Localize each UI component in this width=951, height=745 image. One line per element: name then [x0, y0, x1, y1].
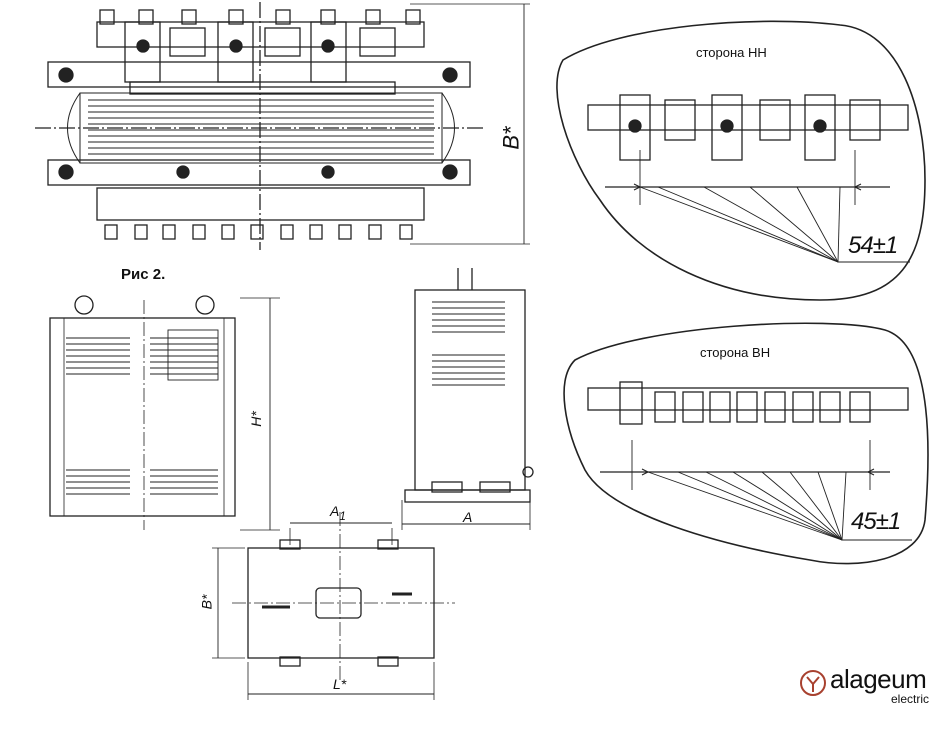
callout-vn	[563, 322, 929, 565]
dimension-a: A	[463, 509, 473, 525]
dimension-length: L*	[333, 676, 347, 692]
alageum-logo: alageum electric	[798, 664, 943, 712]
dimension-height: H*	[247, 411, 264, 427]
side-vn-label: сторона ВН	[700, 345, 771, 360]
figure-title: Рис 2.	[121, 266, 166, 283]
side-nn-label: сторона НН	[696, 45, 767, 60]
dimension-a1: A1	[330, 503, 346, 523]
logo-name: alageum	[830, 664, 927, 694]
dimension-width-bottom: B*	[198, 594, 215, 610]
dimension-width-top: B*	[498, 126, 524, 150]
winding-top-view	[35, 2, 530, 250]
plan-view	[212, 512, 455, 700]
logo-sub: electric	[891, 692, 930, 706]
callout-nn	[556, 20, 926, 301]
bottom-studs	[104, 224, 413, 240]
tolerance-nn: 54±1	[848, 232, 898, 259]
front-view	[49, 295, 280, 531]
tolerance-vn: 45±1	[851, 508, 901, 535]
top-studs	[99, 9, 421, 25]
side-view	[401, 268, 534, 530]
logo-mark-icon	[800, 670, 826, 696]
